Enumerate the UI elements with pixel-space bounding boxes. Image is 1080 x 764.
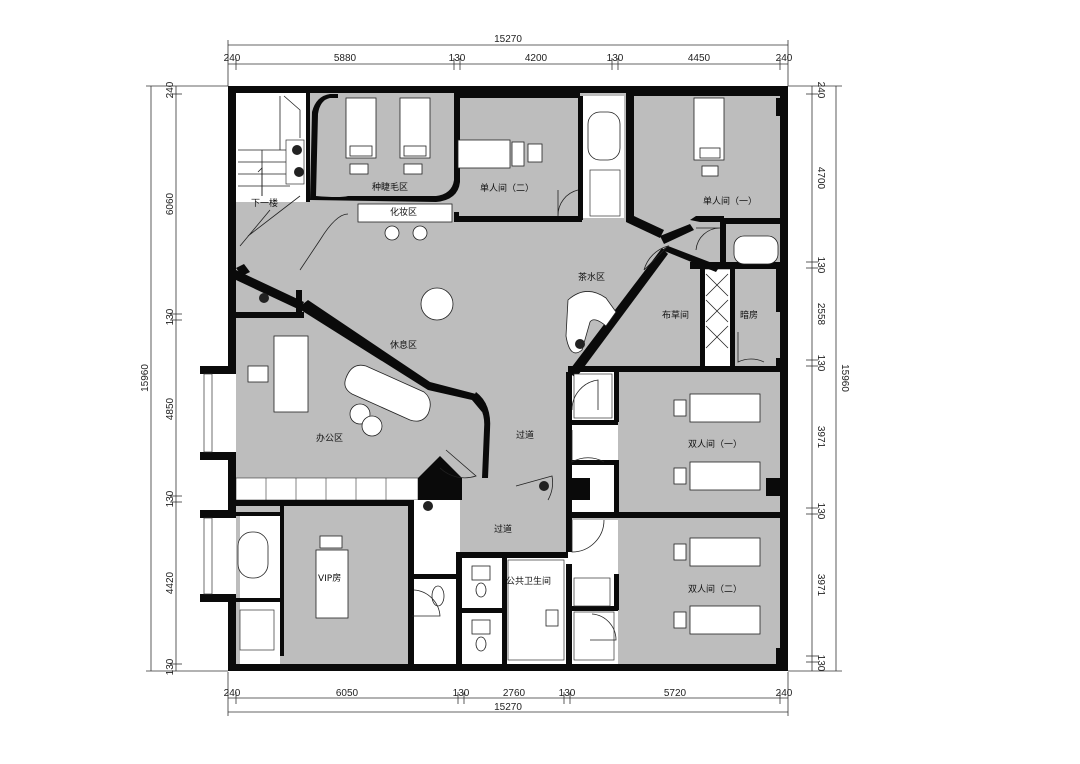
dim-left-seg: 4420	[165, 571, 176, 594]
room-label-double-1: 双人间（一）	[688, 438, 742, 450]
dim-top-seg: 130	[607, 53, 624, 64]
dim-bottom-seg: 2760	[503, 688, 526, 699]
doors	[239, 189, 765, 641]
dim-right-total: 15960	[839, 364, 850, 392]
dimension-lines	[146, 40, 842, 716]
dim-right-seg: 130	[815, 257, 826, 274]
dim-top-seg: 4200	[525, 53, 548, 64]
room-label-single-2: 单人间（二）	[480, 182, 534, 194]
room-label-makeup: 化妆区	[390, 206, 417, 218]
dim-right-seg: 130	[815, 655, 826, 672]
dim-left-seg: 240	[165, 81, 176, 98]
dim-right-seg: 2558	[815, 303, 826, 326]
dim-top-seg: 240	[776, 53, 793, 64]
plant-icon	[294, 167, 304, 177]
dim-bottom-seg: 240	[776, 688, 793, 699]
dim-bottom-seg: 6050	[336, 688, 359, 699]
plant-icon	[423, 501, 433, 511]
room-label-lounge: 休息区	[390, 339, 417, 351]
dim-left-seg: 4850	[165, 397, 176, 420]
room-labels: 种睫毛区 化妆区 单人间（二） 单人间（一） 茶水区 布草间 暗房 休息区 办公…	[316, 181, 758, 595]
plant-icon	[259, 293, 269, 303]
dim-right-seg: 130	[815, 355, 826, 372]
dim-right-seg: 130	[815, 503, 826, 520]
dim-bottom-seg: 5720	[664, 688, 687, 699]
room-label-vip: VIP房	[318, 572, 341, 584]
room-label-linen: 布草间	[662, 309, 689, 321]
room-label-stairs-down: 下一楼	[251, 197, 278, 209]
dim-bottom-seg: 240	[224, 688, 241, 699]
room-label-corridor-1: 过道	[516, 429, 534, 441]
dim-bottom-total: 15270	[494, 702, 522, 713]
room-label-corridor-2: 过道	[494, 523, 512, 535]
dim-left-seg: 130	[165, 658, 176, 675]
dim-top-seg: 240	[224, 53, 241, 64]
dim-left-seg: 6060	[165, 192, 176, 215]
dim-top-seg: 5880	[334, 53, 357, 64]
room-label-single-1: 单人间（一）	[703, 195, 757, 207]
dimension-labels: 15270 240 5880 130 4200 130 4450 240 240…	[140, 34, 850, 713]
dim-right-seg: 3971	[815, 574, 826, 597]
dim-right-seg: 240	[815, 82, 826, 99]
room-label-tea: 茶水区	[578, 271, 605, 283]
dim-bottom-seg: 130	[559, 688, 576, 699]
dim-left-seg: 130	[165, 490, 176, 507]
room-label-double-2: 双人间（二）	[688, 583, 742, 595]
dim-left-seg: 130	[165, 308, 176, 325]
dim-right-seg: 4700	[815, 167, 826, 190]
plant-icon	[575, 339, 585, 349]
plant-icon	[292, 145, 302, 155]
walls	[200, 86, 788, 671]
dim-left-total: 15960	[140, 364, 151, 392]
plants	[259, 145, 585, 511]
room-label-restroom: 公共卫生间	[506, 575, 551, 587]
room-label-office: 办公区	[316, 432, 343, 444]
dim-top-seg: 4450	[688, 53, 711, 64]
room-label-dark: 暗房	[740, 309, 758, 321]
dim-top-total: 15270	[494, 34, 522, 45]
dim-bottom-seg: 130	[453, 688, 470, 699]
dim-right-seg: 3971	[815, 426, 826, 449]
room-label-eyelash: 种睫毛区	[372, 181, 408, 193]
dim-top-seg: 130	[449, 53, 466, 64]
furniture	[237, 97, 779, 661]
plant-icon	[539, 481, 549, 491]
